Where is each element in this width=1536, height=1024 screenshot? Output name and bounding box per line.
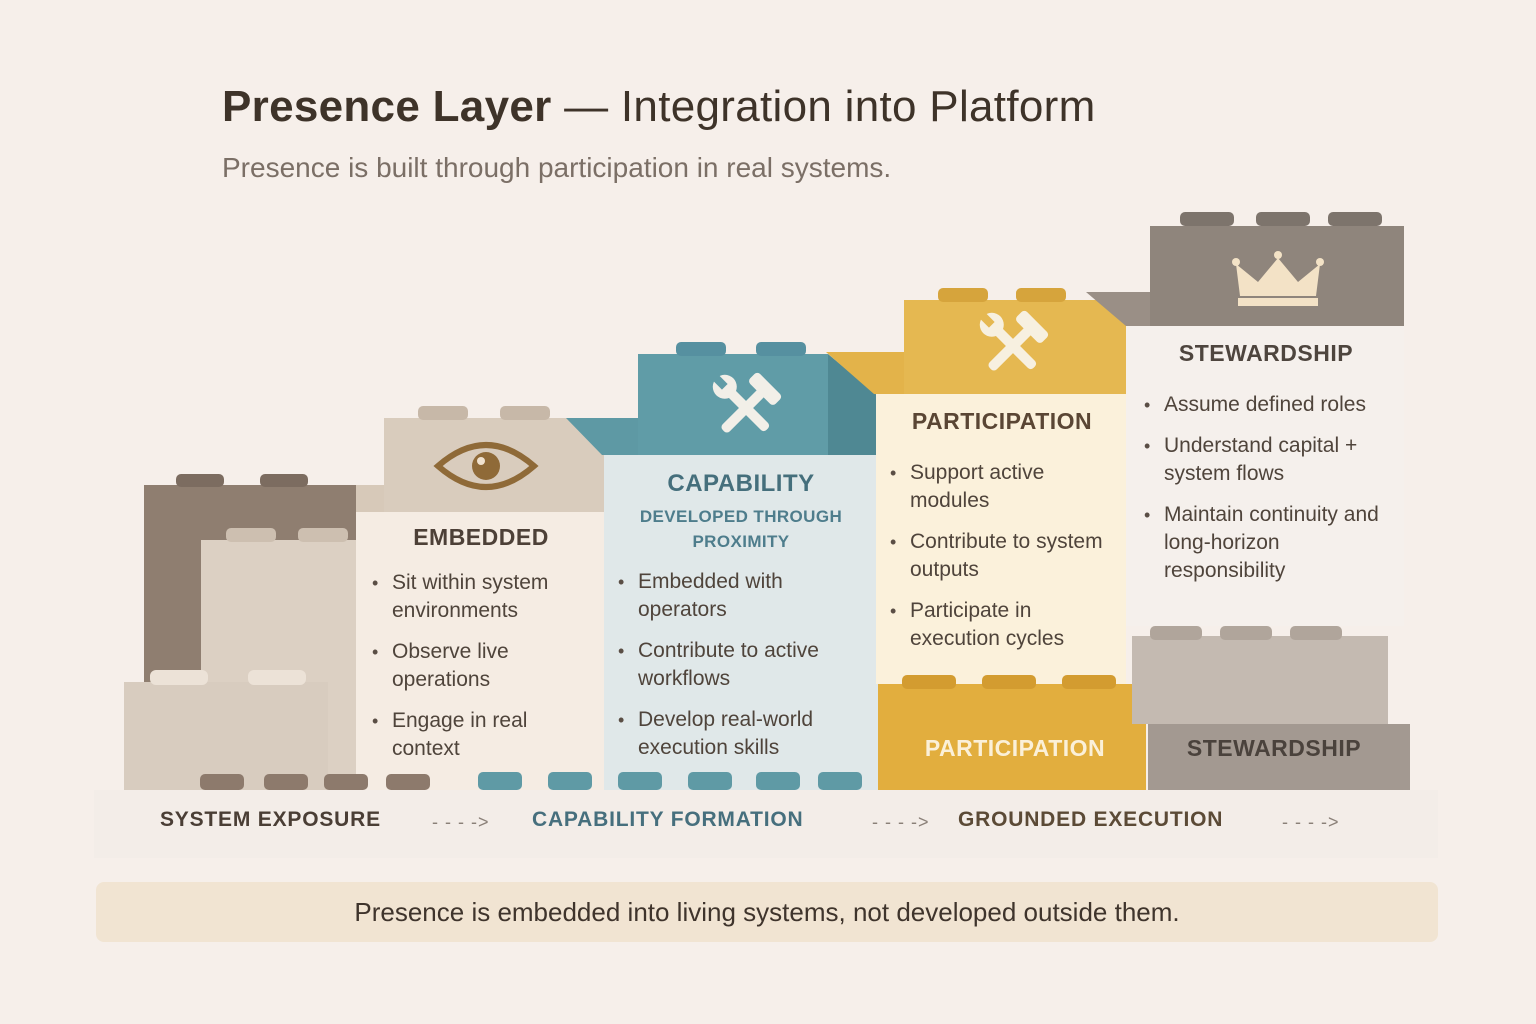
tools-icon — [712, 372, 782, 433]
footer-text: Presence is embedded into living systems… — [354, 896, 1180, 927]
tools-icon — [979, 310, 1049, 371]
participation-title: PARTICIPATION — [911, 408, 1093, 434]
list-item: Embedded with operators — [616, 568, 874, 624]
stewardship-base-label: STEWARDSHIP — [1186, 735, 1362, 761]
footer-banner: Presence is embedded into living systems… — [96, 882, 1438, 942]
progress-strip — [94, 790, 1438, 858]
capability-panel: CAPABILITY DEVELOPED THROUGH PROXIMITY E… — [608, 470, 874, 775]
left-base-block — [124, 670, 328, 790]
stewardship-list: Assume defined roles Understand capital … — [1130, 391, 1402, 585]
list-item: Contribute to active workflows — [616, 637, 874, 693]
capability-title: CAPABILITY — [667, 470, 815, 497]
arrow-icon: - - - -> — [432, 812, 490, 832]
list-item: Support active modules — [888, 459, 1124, 515]
list-item: Assume defined roles — [1142, 391, 1402, 419]
embedded-list: Sit within system environments Observe l… — [362, 569, 600, 763]
capability-subtitle: DEVELOPED THROUGH PROXIMITY — [639, 507, 843, 551]
list-item: Observe live operations — [370, 638, 600, 694]
eye-icon — [433, 442, 539, 490]
capability-list: Embedded with operators Contribute to ac… — [608, 568, 874, 762]
list-item: Sit within system environments — [370, 569, 600, 625]
crown-icon — [1232, 251, 1324, 306]
list-item: Maintain continuity and long-horizon res… — [1142, 501, 1402, 585]
list-item: Develop real-world execution skills — [616, 706, 874, 762]
list-item: Engage in real context — [370, 707, 600, 763]
stewardship-title: STEWARDSHIP — [1178, 340, 1354, 366]
list-item: Contribute to system outputs — [888, 528, 1124, 584]
list-item: Participate in execution cycles — [888, 597, 1124, 653]
stage-capability-formation: CAPABILITY FORMATION — [532, 808, 804, 831]
page-title: Presence Layer — Integration into Platfo… — [222, 82, 1096, 132]
stewardship-panel: STEWARDSHIP Assume defined roles Underst… — [1130, 340, 1402, 598]
ground-studs — [200, 772, 862, 790]
embedded-title: EMBEDDED — [413, 524, 549, 550]
embedded-panel: EMBEDDED Sit within system environments … — [362, 524, 600, 776]
participation-list: Support active modules Contribute to sys… — [880, 459, 1124, 653]
page-subtitle: Presence is built through participation … — [222, 152, 892, 183]
list-item: Understand capital + system flows — [1142, 432, 1402, 488]
participation-base-block — [878, 675, 1146, 790]
arrow-icon: - - - -> — [872, 812, 930, 832]
stage-system-exposure: SYSTEM EXPOSURE — [160, 808, 381, 831]
title-main: Presence Layer — [222, 82, 552, 131]
stage-grounded-execution: GROUNDED EXECUTION — [958, 808, 1224, 831]
participation-panel: PARTICIPATION Support active modules Con… — [880, 408, 1124, 666]
arrow-icon: - - - -> — [1282, 812, 1340, 832]
stewardship-base-block — [1132, 626, 1410, 790]
participation-base-label: PARTICIPATION — [924, 735, 1106, 761]
title-rest: — Integration into Platform — [551, 82, 1096, 131]
